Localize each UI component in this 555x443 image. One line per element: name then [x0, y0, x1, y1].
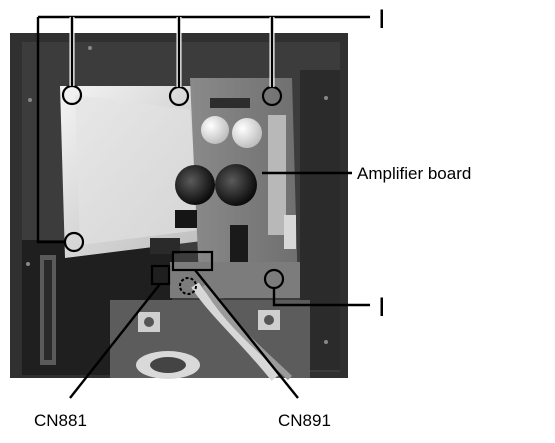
pcb-connector-strip [268, 115, 286, 235]
leader-cn891 [194, 269, 299, 399]
amplifier-board-label: Amplifier board [357, 164, 471, 183]
wire-harness [191, 282, 279, 381]
frame-dot [28, 98, 32, 102]
leader-to-screw-5-line [272, 288, 370, 307]
wire-harness-2 [202, 283, 293, 381]
ic-chip-2 [230, 225, 248, 267]
frame-dot [26, 262, 30, 266]
screw-head-left [144, 317, 154, 327]
vertical-bracket-inner [44, 260, 52, 360]
cn881-box [150, 264, 171, 286]
cn891-box [171, 250, 214, 272]
shield-plate-shade [75, 95, 200, 245]
pcb-connector-pins [284, 215, 296, 249]
transistor-row [210, 98, 250, 108]
connector-block [150, 238, 180, 254]
top-callout-mark: I [378, 4, 386, 34]
leader-to-screw-4-line [36, 17, 65, 244]
cn881-label: CN881 [34, 411, 87, 430]
cn891-dashed-circle [179, 277, 197, 295]
leader-cn881 [69, 283, 161, 399]
frame-dot [324, 96, 328, 100]
capacitor-large-2 [215, 164, 257, 206]
ic-chip-1 [175, 210, 197, 228]
bottom-callout-mark: I [378, 292, 386, 322]
lower-board [170, 262, 300, 298]
leader-lines [36, 15, 370, 399]
device-photo [10, 33, 348, 381]
capacitor-small-2 [232, 118, 262, 148]
screw-head-right [264, 315, 274, 325]
capacitor-small-1 [201, 116, 229, 144]
transformer-core [150, 357, 186, 373]
connector-highlights [150, 250, 214, 295]
cn891-label: CN891 [278, 411, 331, 430]
frame-dot [88, 46, 92, 50]
frame-dot [324, 340, 328, 344]
capacitor-large-1 [175, 165, 215, 205]
